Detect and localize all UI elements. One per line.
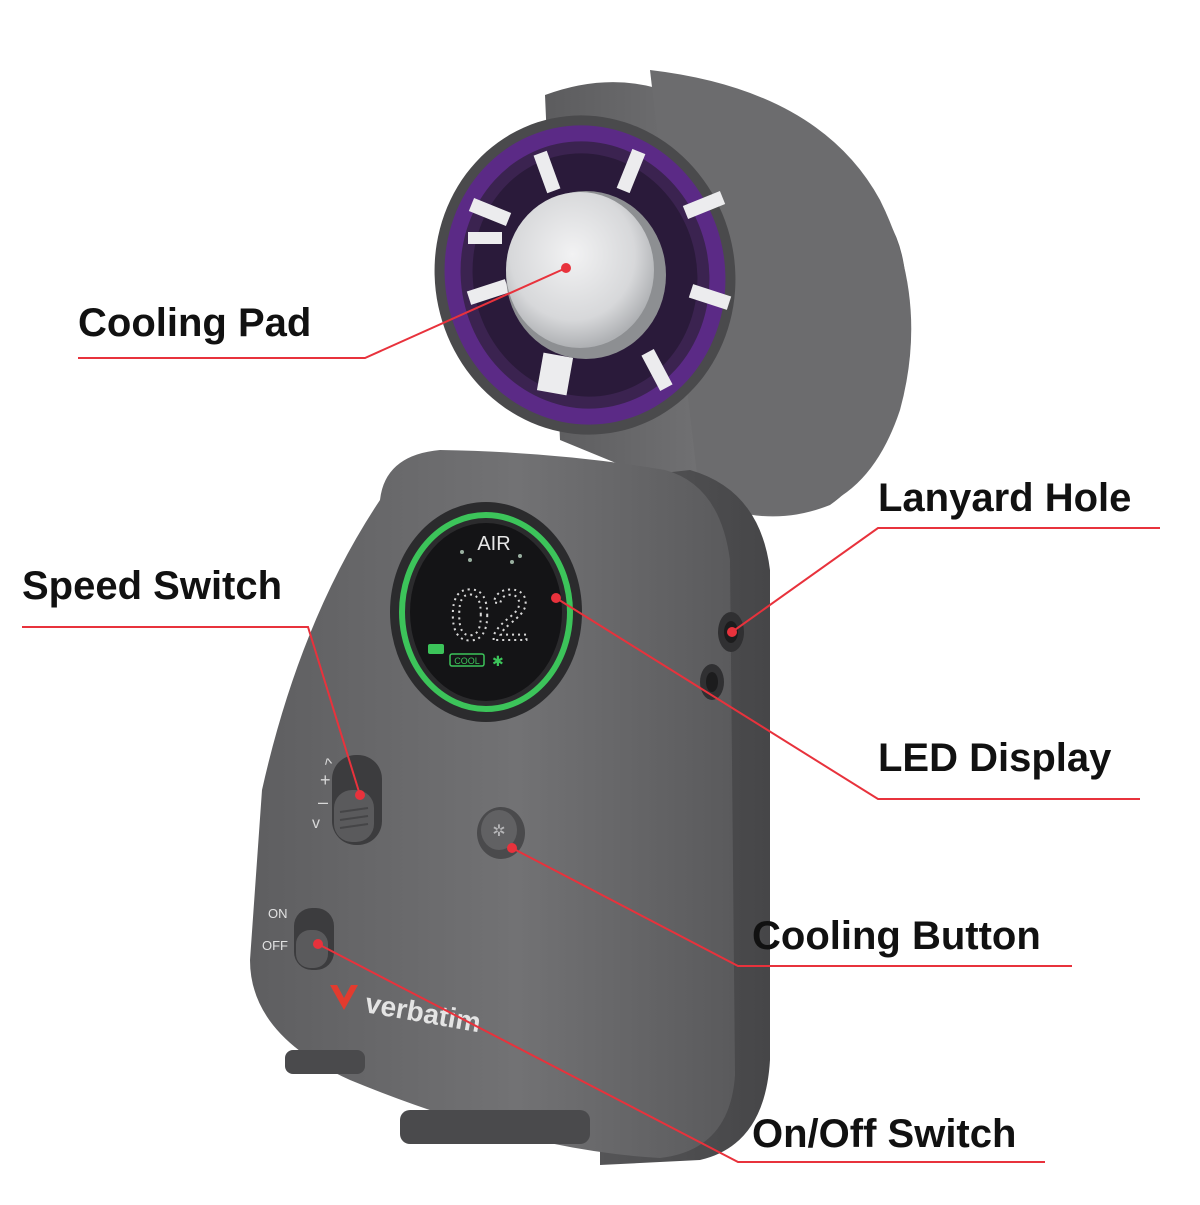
snowflake-icon: ✱ bbox=[492, 653, 504, 669]
speed-plus-icon: + bbox=[320, 770, 331, 790]
dot-speed-switch bbox=[355, 790, 365, 800]
leader-cooling-pad bbox=[78, 267, 567, 359]
on-off-switch-slider[interactable] bbox=[296, 930, 328, 968]
dot-on-off-switch bbox=[313, 939, 323, 949]
main-body bbox=[250, 450, 770, 1165]
callout-lanyard-hole: Lanyard Hole bbox=[878, 476, 1132, 520]
cooling-button-face bbox=[481, 810, 517, 850]
leader-speed-switch bbox=[22, 626, 361, 796]
display-value-text: 02 bbox=[450, 576, 530, 656]
callout-on-off-switch: On/Off Switch bbox=[752, 1112, 1017, 1156]
led-display: AIR 02 COOL ✱ bbox=[390, 502, 582, 722]
body-foot-left bbox=[285, 1050, 365, 1074]
speed-switch-grip bbox=[339, 807, 369, 829]
leader-led-display bbox=[555, 597, 1140, 800]
switch-off-label: OFF bbox=[262, 938, 288, 953]
cooling-button-icon: ✲ bbox=[492, 823, 505, 840]
leader-on-off-switch bbox=[317, 943, 1045, 1163]
leader-lanyard-hole bbox=[731, 527, 1160, 633]
cooling-pad bbox=[506, 192, 654, 348]
dot-lanyard-hole bbox=[727, 627, 737, 637]
display-dots bbox=[460, 550, 522, 564]
body-front-face bbox=[250, 450, 735, 1158]
callout-led-display: LED Display bbox=[878, 736, 1112, 780]
on-off-switch[interactable]: ON OFF bbox=[262, 906, 334, 970]
display-mode-text: AIR bbox=[477, 533, 510, 555]
speed-up-arrow-icon: ^ bbox=[323, 756, 334, 774]
callout-speed-switch: Speed Switch bbox=[22, 564, 283, 608]
body-foot-right bbox=[400, 1110, 590, 1144]
lanyard-hole-lower-inner bbox=[706, 672, 718, 692]
speed-minus-icon: – bbox=[318, 792, 328, 812]
callout-cooling-button: Cooling Button bbox=[752, 914, 1041, 958]
fan-head bbox=[434, 70, 912, 517]
fan-cylinder-back bbox=[650, 70, 912, 515]
speed-switch[interactable]: ^ + – v bbox=[312, 755, 382, 845]
speed-down-arrow-icon: v bbox=[312, 815, 320, 832]
dot-led-display bbox=[551, 593, 561, 603]
speed-switch-slider[interactable] bbox=[334, 790, 374, 842]
battery-indicator-icon bbox=[428, 644, 444, 654]
cool-badge-text: COOL bbox=[454, 656, 480, 666]
brand-logo-icon bbox=[330, 985, 358, 1010]
dot-cooling-pad bbox=[561, 263, 571, 273]
switch-on-label: ON bbox=[268, 906, 288, 921]
fan-blades bbox=[466, 148, 732, 396]
display-screen bbox=[410, 523, 562, 701]
cool-badge bbox=[449, 653, 485, 667]
callout-cooling-pad: Cooling Pad bbox=[78, 301, 312, 345]
leader-lines bbox=[22, 267, 1160, 1163]
leader-dots bbox=[313, 263, 737, 949]
display-green-ring bbox=[399, 512, 573, 712]
leader-cooling-button bbox=[511, 847, 1072, 967]
dot-cooling-button bbox=[507, 843, 517, 853]
